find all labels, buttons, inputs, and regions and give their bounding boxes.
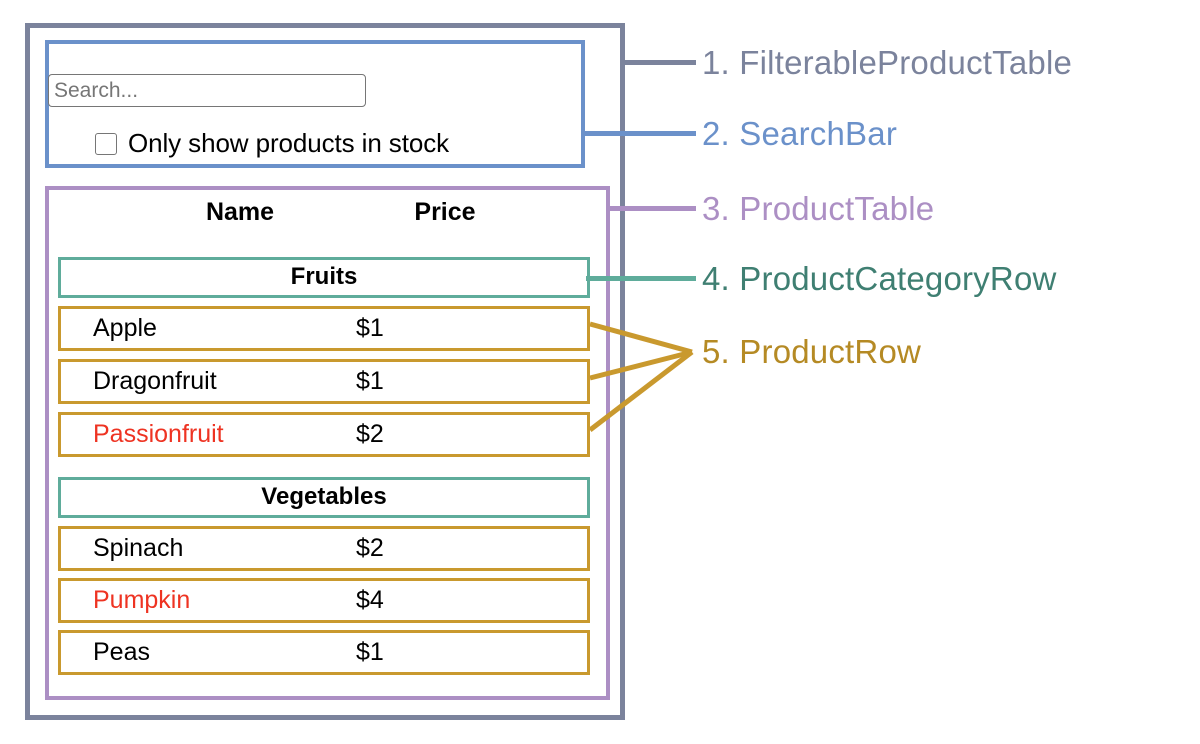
product-name: Passionfruit <box>93 420 224 448</box>
annotation-5-number: 5. <box>702 333 730 370</box>
product-row: Apple $1 <box>58 306 590 351</box>
product-category-row: Vegetables <box>58 477 590 518</box>
product-name: Apple <box>93 314 157 342</box>
annotation-1-label: FilterableProductTable <box>739 44 1073 81</box>
annotation-3-label: ProductTable <box>739 190 935 227</box>
annotation-4-label: ProductCategoryRow <box>739 260 1057 297</box>
in-stock-filter-label: Only show products in stock <box>128 128 449 158</box>
annotation-2-label: SearchBar <box>739 115 898 152</box>
product-row: Dragonfruit $1 <box>58 359 590 404</box>
annotation-3: 3. ProductTable <box>702 192 934 225</box>
product-row: Pumpkin $4 <box>58 578 590 623</box>
product-price: $2 <box>356 534 384 562</box>
product-name: Peas <box>93 638 150 666</box>
product-row: Peas $1 <box>58 630 590 675</box>
annotation-5-label: ProductRow <box>739 333 922 370</box>
annotation-2: 2. SearchBar <box>702 117 897 150</box>
search-input[interactable] <box>48 74 366 107</box>
product-price: $1 <box>356 638 384 666</box>
checkbox-icon[interactable] <box>95 132 117 155</box>
product-price: $2 <box>356 420 384 448</box>
product-price: $1 <box>356 367 384 395</box>
product-name: Spinach <box>93 534 184 562</box>
annotation-4-number: 4. <box>702 260 730 297</box>
column-header-price: Price <box>414 198 476 226</box>
product-row: Passionfruit $2 <box>58 412 590 457</box>
leader-line-filterable-product-table <box>622 60 696 65</box>
product-name: Dragonfruit <box>93 367 217 395</box>
product-row: Spinach $2 <box>58 526 590 571</box>
product-table-header: Name Price <box>45 198 590 246</box>
leader-line-search-bar <box>581 131 696 136</box>
product-price: $1 <box>356 314 384 342</box>
annotation-1-number: 1. <box>702 44 730 81</box>
annotation-1: 1. FilterableProductTable <box>702 46 1072 79</box>
annotation-3-number: 3. <box>702 190 730 227</box>
leader-line-product-table <box>606 206 696 211</box>
in-stock-filter-row[interactable]: Only show products in stock <box>95 128 449 159</box>
product-category-row: Fruits <box>58 257 590 298</box>
annotation-5: 5. ProductRow <box>702 335 921 368</box>
column-header-name: Name <box>205 198 275 226</box>
product-price: $4 <box>356 586 384 614</box>
annotation-4: 4. ProductCategoryRow <box>702 262 1057 295</box>
leader-line-product-category-row <box>586 276 696 281</box>
annotation-2-number: 2. <box>702 115 730 152</box>
product-name: Pumpkin <box>93 586 191 614</box>
